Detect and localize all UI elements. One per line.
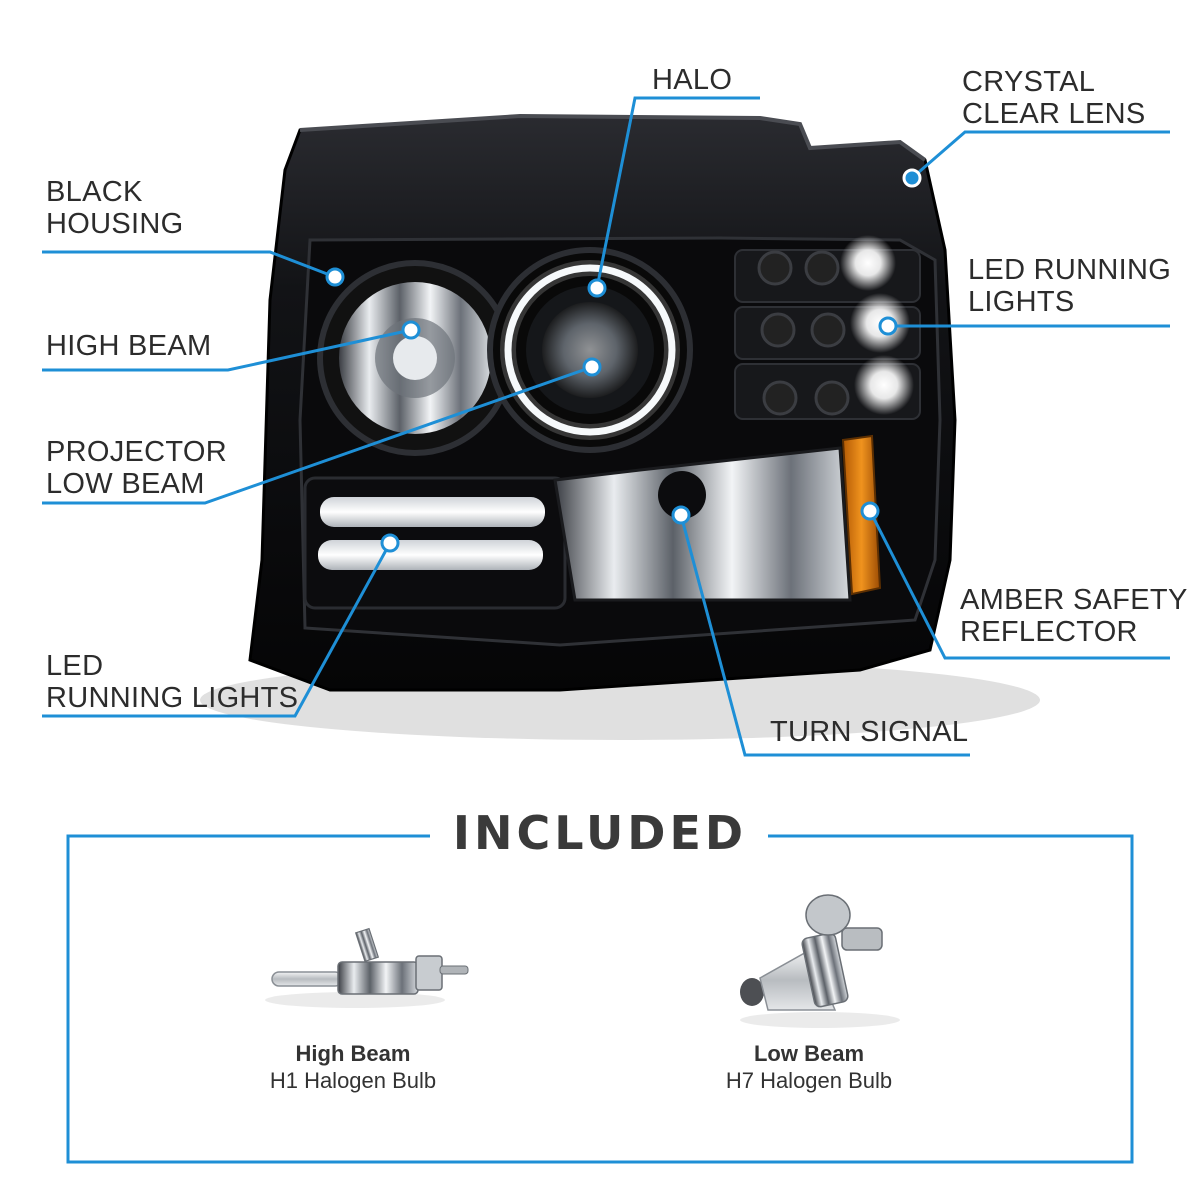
bulb-name: High Beam [295,1041,411,1066]
callout-line: CRYSTAL [962,66,1096,98]
callout-line: LOW BEAM [46,468,205,500]
callout-line: RUNNING LIGHTS [46,682,299,714]
leader-high-beam [42,328,412,372]
callout-projector-low-beam: PROJECTOR LOW BEAM [46,436,227,500]
callout-line: LIGHTS [968,286,1075,318]
callout-line: LED [46,650,104,682]
bulb-name: Low Beam [753,1041,865,1066]
projector-low-beam [487,247,693,453]
callout-line: LED RUNNING [968,254,1172,286]
led-bars-left [303,476,567,610]
callout-line: HOUSING [46,208,184,240]
bulb-type: H7 Halogen Bulb [725,1068,893,1093]
included-frame [66,834,1134,1164]
callout-halo: HALO [652,64,732,96]
callout-line: BLACK [46,176,143,208]
callout-line: AMBER SAFETY [960,584,1188,616]
leader-amber-reflector [868,510,1170,660]
leader-projector-low-beam [42,365,593,505]
h1-bulb-icon [265,927,469,1008]
high-beam-reflector [317,260,513,456]
bulb-caption-low-beam: Low Beam H7 Halogen Bulb [679,1040,939,1094]
housing-top-edge [299,113,927,162]
callout-turn-signal: TURN SIGNAL [770,716,968,748]
leader-black-housing [42,250,336,279]
leader-crystal-clear-lens [911,130,1170,180]
leader-turn-signal [679,514,970,757]
callout-black-housing: BLACK HOUSING [46,176,183,240]
callout-line: TURN SIGNAL [770,716,969,748]
led-cluster-right [734,235,921,420]
turn-signal-housing [553,446,852,602]
leader-halo [595,96,760,289]
bulb-type: H1 Halogen Bulb [269,1068,437,1093]
callout-led-running-lights-left: LED RUNNING LIGHTS [46,650,298,714]
callout-line: HALO [652,64,733,96]
callout-led-running-lights-right: LED RUNNING LIGHTS [968,254,1171,318]
callout-leader-lines [42,96,1170,757]
callout-dots [325,168,922,553]
callout-line: REFLECTOR [960,616,1138,648]
callout-line: PROJECTOR [46,436,228,468]
callout-high-beam: HIGH BEAM [46,330,211,362]
callout-amber-safety-reflector: AMBER SAFETY REFLECTOR [960,584,1188,648]
included-title: INCLUDED [452,806,748,860]
callout-crystal-clear-lens: CRYSTAL CLEAR LENS [962,66,1146,130]
h7-bulb-icon [740,894,900,1028]
bulb-caption-high-beam: High Beam H1 Halogen Bulb [223,1040,483,1094]
callout-line: HIGH BEAM [46,330,212,362]
leader-led-running-left [42,542,392,718]
callout-line: CLEAR LENS [962,98,1146,130]
